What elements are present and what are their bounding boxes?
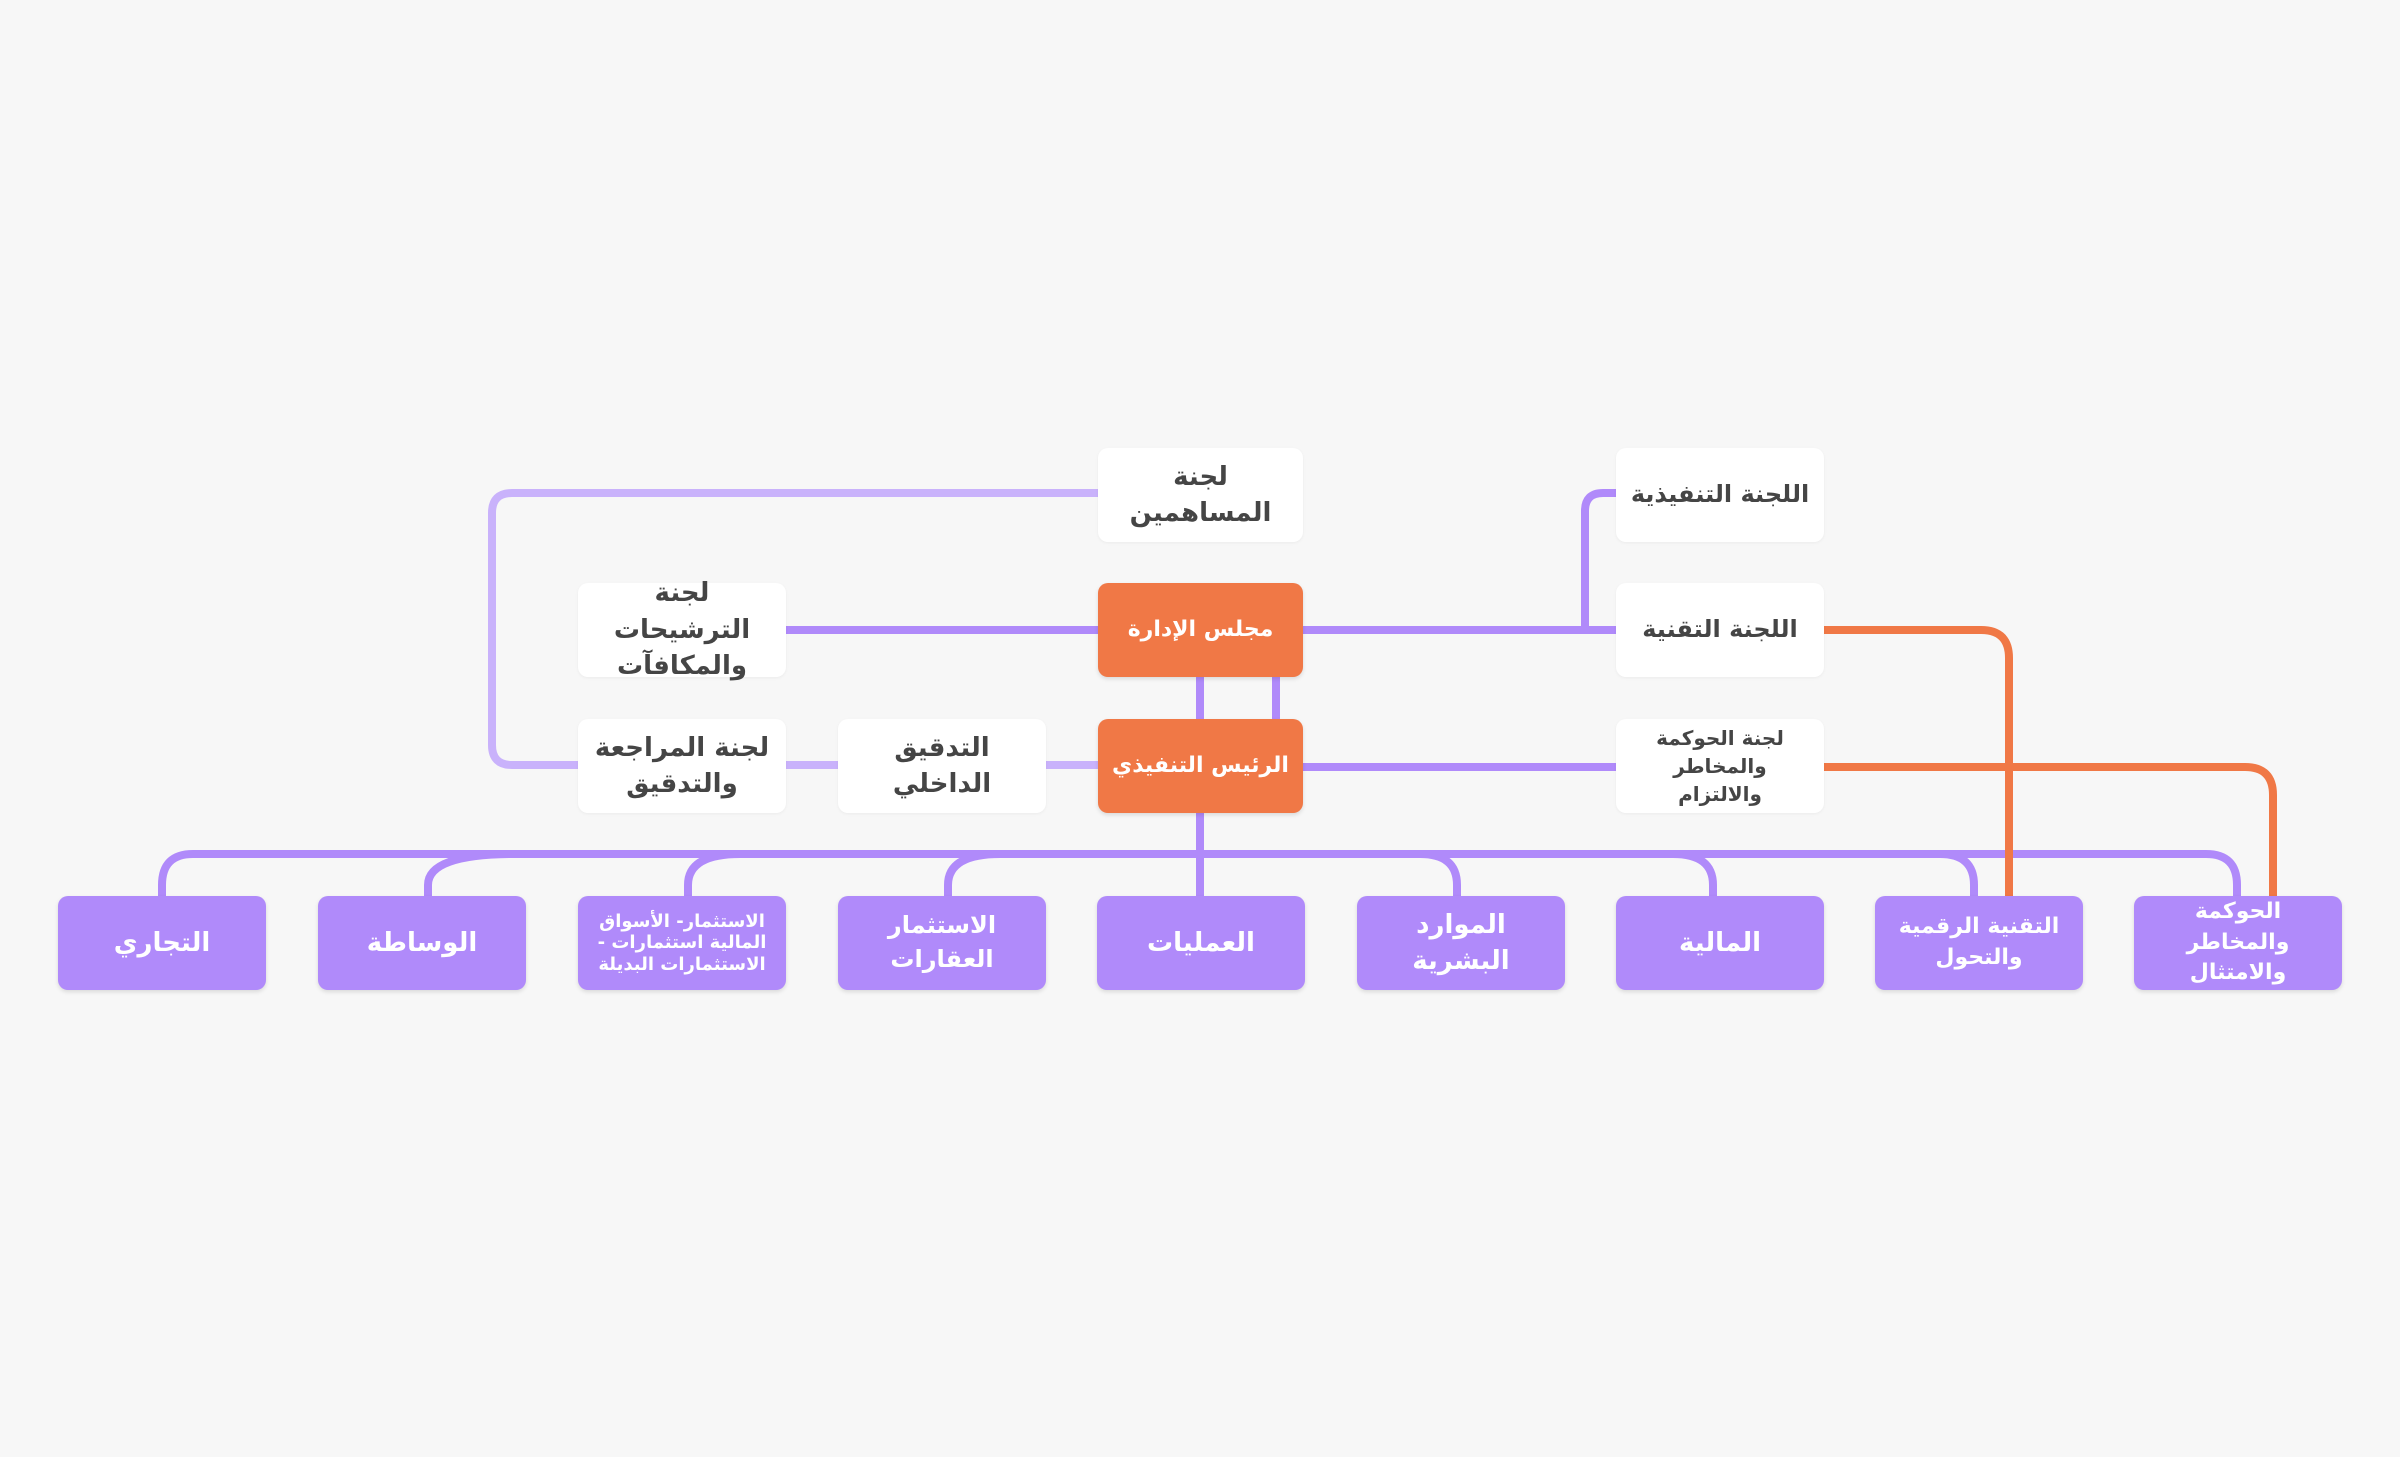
drop-digital [1936,850,1978,901]
department-bus [158,850,2241,901]
department-brokerage-label: الوساطة [366,927,478,958]
executive-committee-label: اللجنة التنفيذية [1630,480,1810,509]
executive-committee-box[interactable]: اللجنة التنفيذية [1616,448,1824,542]
board-of-directors-label: مجلس الإدارة [1127,616,1274,642]
nominations-committee-box[interactable]: لجنة الترشيحات والمكافآت [578,578,786,681]
department-digital[interactable]: التقنية الرقمية والتحول [1875,896,2083,990]
department-investment-markets-label: الاستثمار- الأسواق المالية استثمارات - ا… [597,910,767,975]
department-governance-label: الحوكمة والمخاطر والامتثال [2186,898,2290,986]
drop-real-estate [944,850,1004,901]
drop-finance [1669,850,1717,901]
drop-investment-markets [684,850,744,901]
department-hr-label: الموارد البشرية [1412,909,1510,976]
audit-committee-box[interactable]: لجنة المراجعة والتدقيق [578,719,786,813]
internal-audit-label: التدقيق الداخلي [892,732,992,799]
nominations-committee-label: لجنة الترشيحات والمكافآت [613,578,751,682]
department-governance[interactable]: الحوكمة والمخاطر والامتثال [2134,896,2342,990]
department-operations-label: العمليات [1147,927,1255,958]
drop-brokerage [424,850,519,901]
board-of-directors-box[interactable]: مجلس الإدارة [1098,583,1303,677]
shareholders-committee-label: لجنة المساهمين [1129,461,1272,528]
connector-shareholders-audit [488,489,1102,769]
connector-governance-dept [1820,763,2277,901]
department-real-estate-label: الاستثمار العقارات [887,911,997,973]
connector-technical-digital [1820,626,2013,901]
department-operations[interactable]: العمليات [1097,896,1305,990]
department-commercial-label: التجاري [113,927,211,958]
governance-committee-label: لجنة الحوكمة والمخاطر والالتزام [1656,726,1784,806]
department-digital-label: التقنية الرقمية والتحول [1898,914,2060,970]
technical-committee-label: اللجنة التقنية [1642,615,1798,644]
drop-hr [1416,850,1461,901]
department-hr[interactable]: الموارد البشرية [1357,896,1565,990]
department-brokerage[interactable]: الوساطة [318,896,526,990]
department-finance-label: المالية [1679,927,1762,958]
shareholders-committee-box[interactable]: لجنة المساهمين [1098,448,1303,542]
technical-committee-box[interactable]: اللجنة التقنية [1616,583,1824,677]
connector-executive-committee [1581,489,1620,634]
ceo-box[interactable]: الرئيس التنفيذي [1098,719,1303,813]
ceo-label: الرئيس التنفيذي [1112,752,1289,778]
department-finance[interactable]: المالية [1616,896,1824,990]
department-commercial[interactable]: التجاري [58,896,266,990]
internal-audit-box[interactable]: التدقيق الداخلي [838,719,1046,813]
audit-committee-label: لجنة المراجعة والتدقيق [594,732,770,799]
department-real-estate[interactable]: الاستثمار العقارات [838,896,1046,990]
department-investment-markets[interactable]: الاستثمار- الأسواق المالية استثمارات - ا… [578,896,786,990]
governance-committee-box[interactable]: لجنة الحوكمة والمخاطر والالتزام [1616,719,1824,813]
